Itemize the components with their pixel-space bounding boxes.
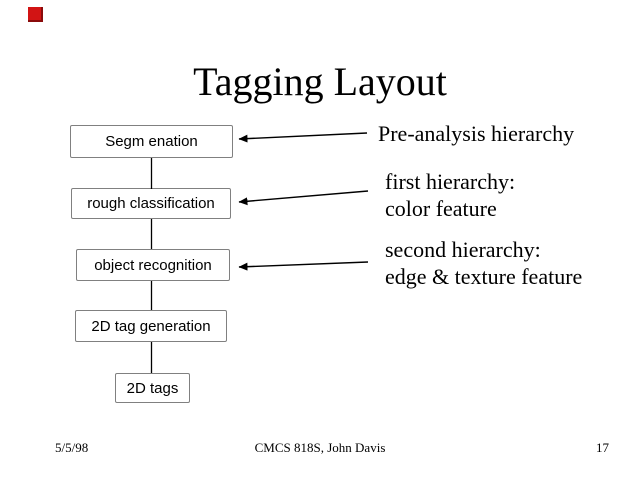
- arrow-first-hierarchy-to-rough-classification: [238, 190, 369, 206]
- flowchart-box-2d-tag-generation: 2D tag generation: [75, 310, 227, 342]
- annotation-line: Pre-analysis hierarchy: [378, 121, 575, 146]
- arrow-pre-analysis-to-segmentation: [238, 132, 368, 143]
- annotation-second-hierarchy: second hierarchy: edge & texture feature: [385, 236, 582, 290]
- flowchart-box-label: 2D tags: [126, 379, 179, 397]
- annotation-line: color feature: [385, 196, 497, 221]
- flowchart-box-rough-classification: rough classification: [71, 188, 231, 219]
- flowchart-box-label: rough classification: [87, 195, 215, 212]
- footer-page-number: 17: [596, 440, 609, 455]
- flowchart-box-segmentation: Segm enation: [70, 125, 233, 158]
- slide-title: Tagging Layout: [193, 59, 447, 104]
- annotation-first-hierarchy: first hierarchy: color feature: [385, 168, 515, 222]
- flowchart-box-label: 2D tag generation: [91, 317, 211, 335]
- flowchart-box-label: object recognition: [94, 256, 212, 274]
- footer-course-author: CMCS 818S, John Davis: [254, 440, 386, 455]
- annotation-line: edge & texture feature: [385, 264, 583, 289]
- annotation-pre-analysis-hierarchy: Pre-analysis hierarchy: [378, 120, 574, 147]
- decoration-red-square: [28, 7, 43, 22]
- arrow-second-hierarchy-to-object-recognition: [238, 261, 369, 271]
- flowchart-box-label: Segm enation: [105, 133, 198, 150]
- annotation-line: second hierarchy:: [385, 237, 541, 262]
- footer-date: 5/5/98: [55, 440, 89, 455]
- flowchart-box-object-recognition: object recognition: [76, 249, 230, 281]
- flowchart-box-2d-tags: 2D tags: [115, 373, 190, 403]
- annotation-line: first hierarchy:: [385, 169, 516, 194]
